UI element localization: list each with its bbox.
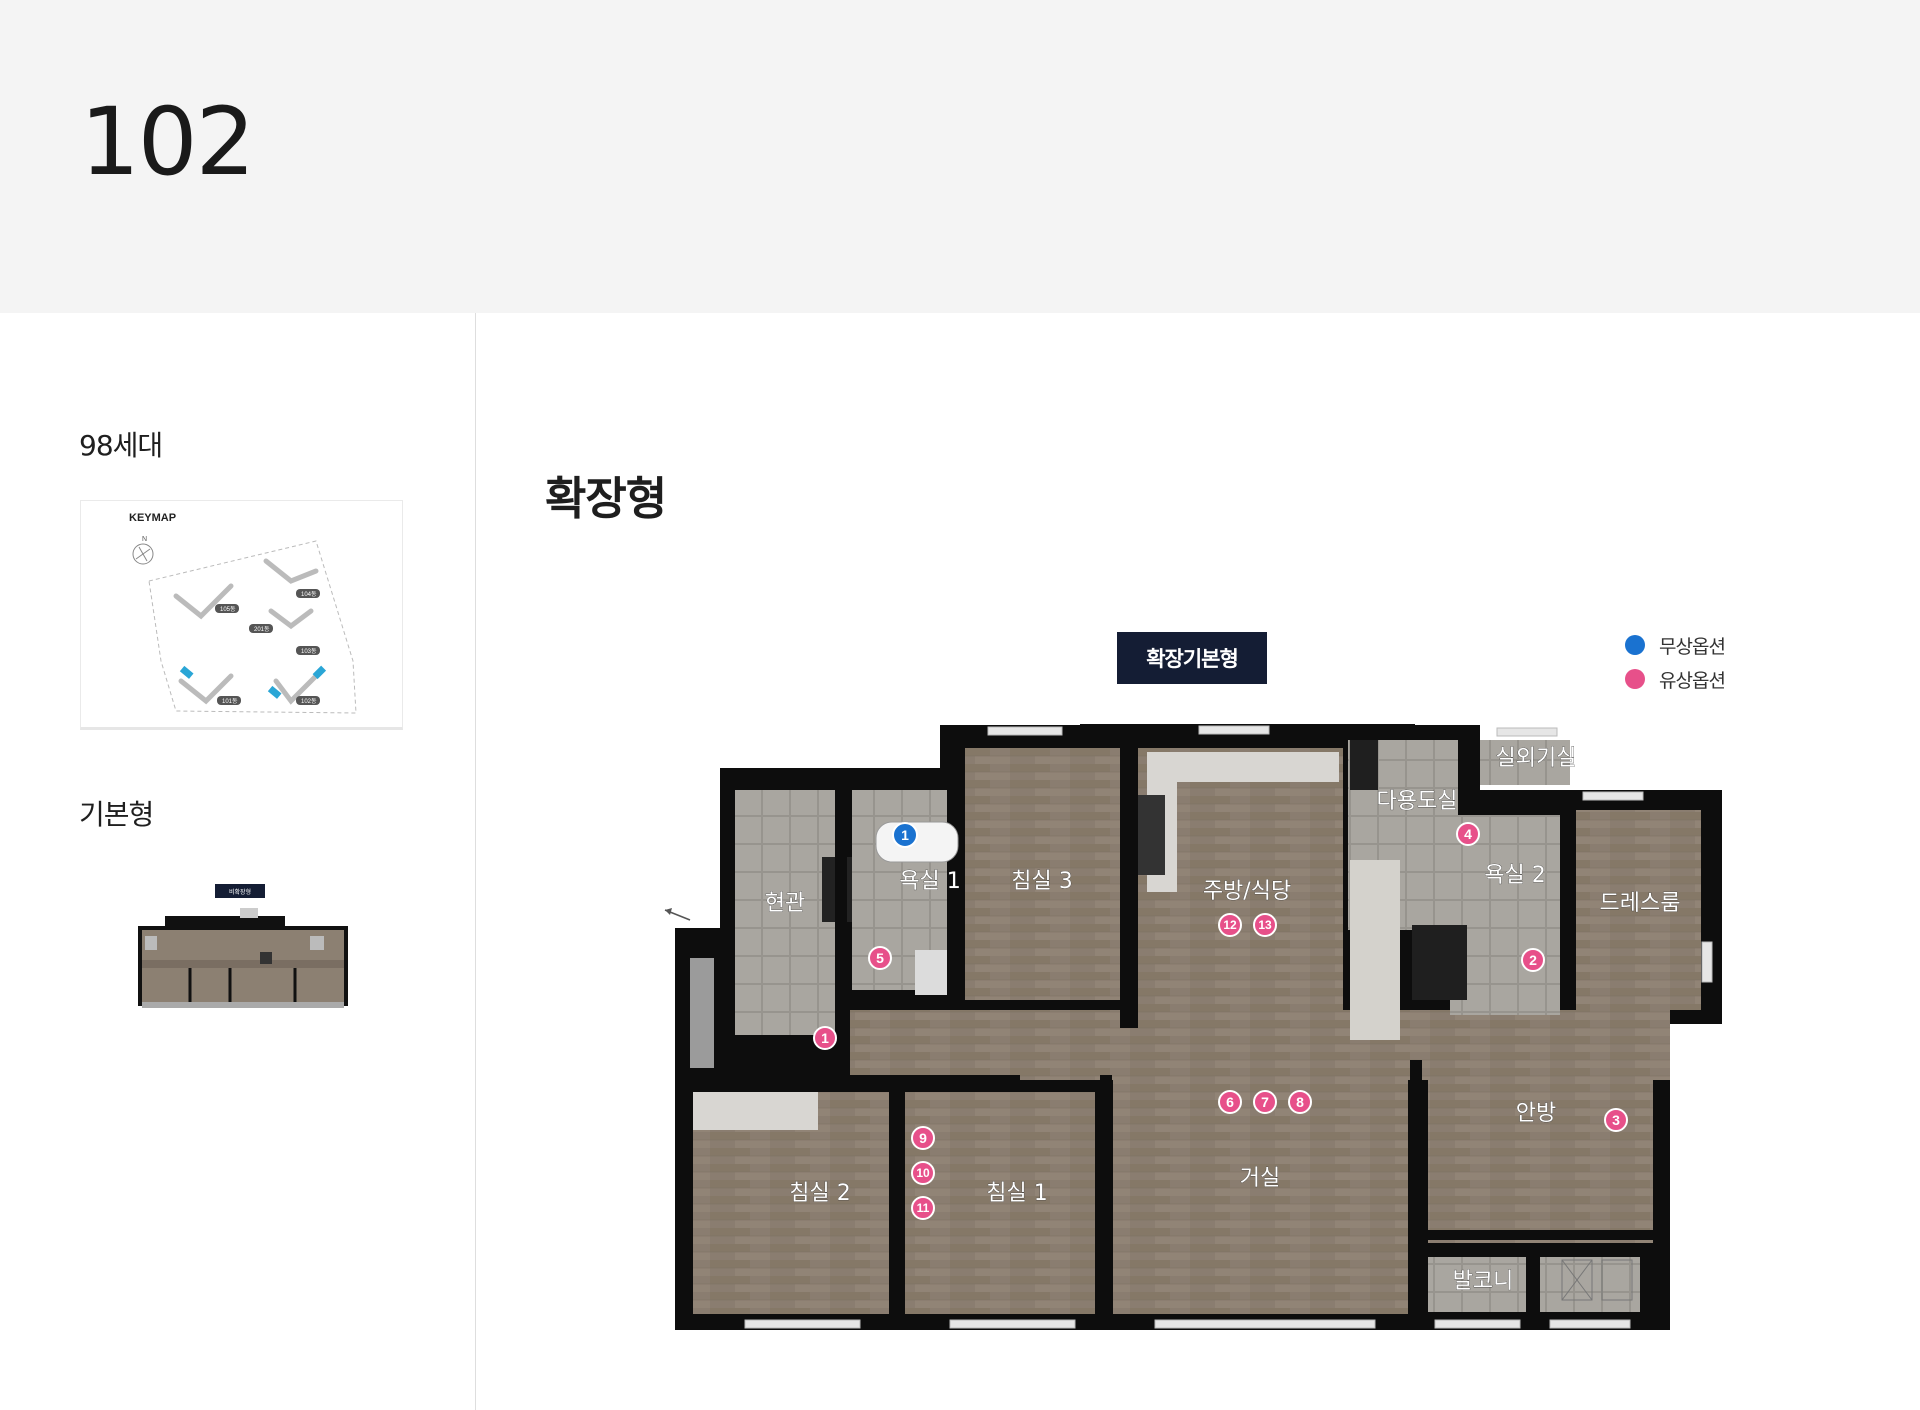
paid-option-marker[interactable]: 8 <box>1288 1090 1312 1114</box>
paid-option-dot <box>1625 669 1645 689</box>
paid-option-marker[interactable]: 13 <box>1253 913 1277 937</box>
legend-free-label: 무상옵션 <box>1659 635 1726 658</box>
unit-number-title: 102 <box>80 88 255 197</box>
paid-option-marker[interactable]: 7 <box>1253 1090 1277 1114</box>
room-entrance: 현관 <box>765 891 805 916</box>
floor-plan[interactable]: 현관 욕실 1 침실 3 주방/식당 다용도실 실외기실 욕실 2 드레스룸 침… <box>650 620 1740 1340</box>
basic-type-thumbnail[interactable]: 비확장형 <box>120 876 360 1046</box>
svg-text:8: 8 <box>1296 1094 1304 1110</box>
page-header: 102 <box>0 0 1920 313</box>
svg-text:1: 1 <box>821 1030 829 1046</box>
keymap-label-101: 101동 <box>222 698 238 705</box>
svg-text:4: 4 <box>1464 826 1472 842</box>
column-divider <box>475 313 476 1410</box>
entrance-arrow-icon <box>665 908 672 915</box>
paid-option-marker[interactable]: 11 <box>911 1196 935 1220</box>
option-legend: 무상옵션 유상옵션 <box>1625 628 1726 696</box>
svg-text:11: 11 <box>917 1201 930 1215</box>
room-bath2: 욕실 2 <box>1484 863 1545 888</box>
paid-option-marker[interactable]: 9 <box>911 1126 935 1150</box>
room-bed2: 침실 2 <box>789 1181 850 1206</box>
keymap-label-201: 201동 <box>254 626 270 633</box>
svg-text:3: 3 <box>1612 1112 1620 1128</box>
legend-paid: 유상옵션 <box>1625 662 1726 696</box>
paid-option-marker[interactable]: 1 <box>813 1026 837 1050</box>
plan-badge: 확장기본형 <box>1117 632 1267 684</box>
paid-option-marker[interactable]: 12 <box>1218 913 1242 937</box>
room-balcony: 발코니 <box>1453 1269 1514 1294</box>
svg-text:2: 2 <box>1529 952 1537 968</box>
svg-text:12: 12 <box>1223 918 1237 932</box>
svg-text:6: 6 <box>1226 1094 1234 1110</box>
svg-text:13: 13 <box>1258 918 1272 932</box>
basic-type-label: 기본형 <box>79 798 154 831</box>
room-outdoor-unit: 실외기실 <box>1496 746 1577 771</box>
keymap-card[interactable]: KEYMAP N 105동 104동 201동 103동 101동 102동 <box>80 500 403 730</box>
compass-icon: N <box>132 536 154 565</box>
paid-option-marker[interactable]: 4 <box>1456 822 1480 846</box>
svg-text:1: 1 <box>901 827 909 843</box>
svg-text:10: 10 <box>916 1166 930 1180</box>
paid-option-marker[interactable]: 5 <box>868 946 892 970</box>
svg-text:5: 5 <box>876 950 884 966</box>
keymap-label-104: 104동 <box>301 591 317 598</box>
keymap-label-103: 103동 <box>301 648 317 655</box>
thumbnail-badge: 비확장형 <box>229 888 251 896</box>
plan-type-title: 확장형 <box>545 472 667 525</box>
svg-text:7: 7 <box>1261 1094 1269 1110</box>
legend-free: 무상옵션 <box>1625 628 1726 662</box>
room-bed1: 침실 1 <box>986 1181 1047 1206</box>
room-living: 거실 <box>1240 1166 1280 1191</box>
room-utility: 다용도실 <box>1377 789 1458 814</box>
svg-text:N: N <box>142 536 147 543</box>
legend-paid-label: 유상옵션 <box>1659 669 1726 692</box>
room-kitchen: 주방/식당 <box>1203 879 1291 904</box>
paid-option-marker[interactable]: 2 <box>1521 948 1545 972</box>
svg-text:9: 9 <box>919 1130 927 1146</box>
room-bath1: 욕실 1 <box>899 869 960 894</box>
keymap-label-102: 102동 <box>301 698 317 705</box>
paid-option-marker[interactable]: 10 <box>911 1161 935 1185</box>
keymap-image: KEYMAP N 105동 104동 201동 103동 101동 102동 <box>129 512 357 714</box>
keymap-label-105: 105동 <box>220 606 236 613</box>
room-master: 안방 <box>1516 1101 1556 1126</box>
household-count: 98세대 <box>79 429 163 462</box>
room-dressroom: 드레스룸 <box>1600 891 1681 916</box>
free-option-marker[interactable]: 1 <box>892 822 918 848</box>
paid-option-marker[interactable]: 6 <box>1218 1090 1242 1114</box>
keymap-title: KEYMAP <box>129 512 176 524</box>
free-option-dot <box>1625 635 1645 655</box>
paid-option-marker[interactable]: 3 <box>1604 1108 1628 1132</box>
room-bed3: 침실 3 <box>1011 869 1072 894</box>
